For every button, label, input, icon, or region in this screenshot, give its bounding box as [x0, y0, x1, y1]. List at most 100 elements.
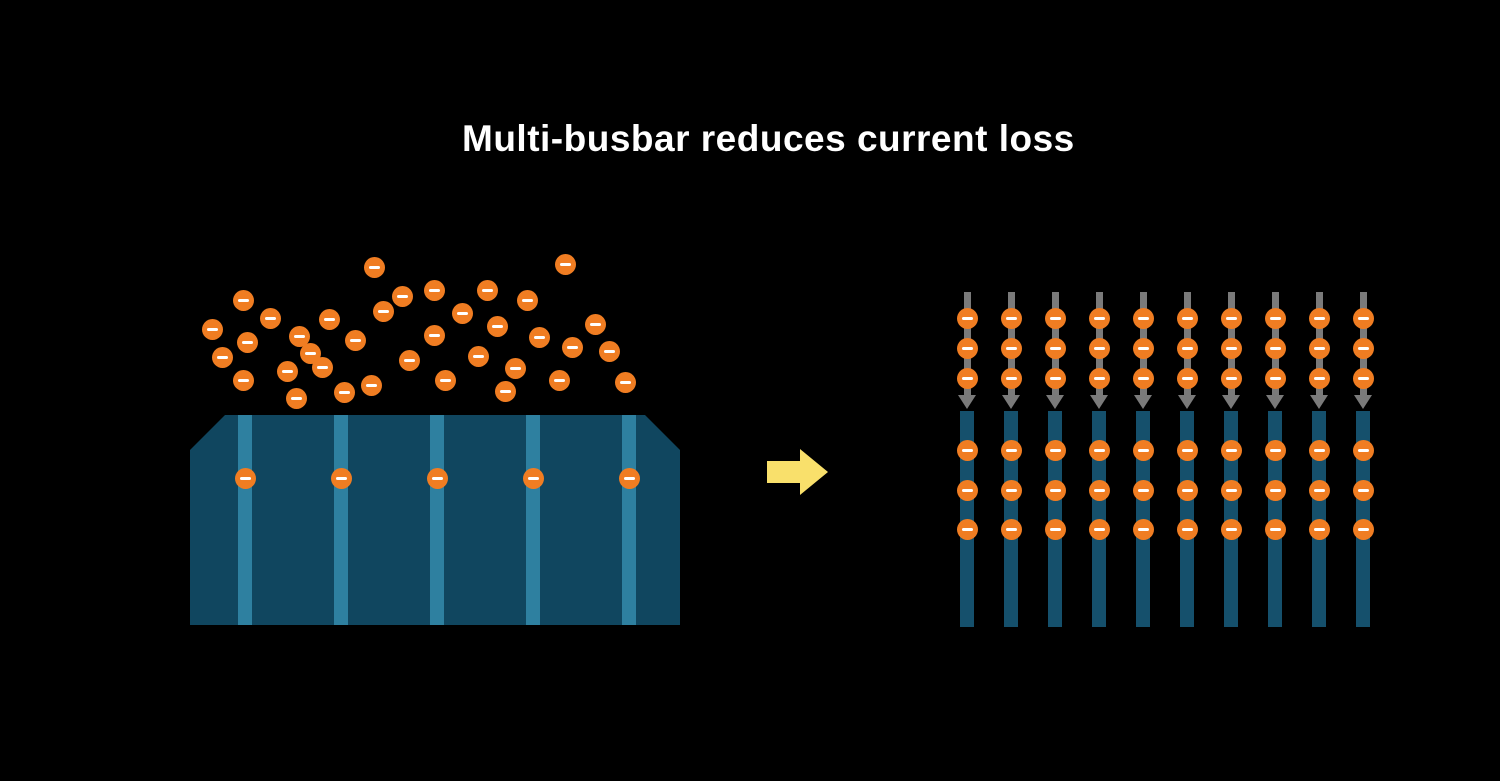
minus-icon — [1093, 448, 1105, 452]
title: Multi-busbar reduces current loss — [462, 118, 1075, 159]
free-electron-icon — [486, 315, 508, 337]
minus-icon — [1005, 376, 1017, 380]
minus-icon — [1137, 376, 1149, 380]
minus-icon — [533, 335, 545, 339]
collected-electron-icon — [1176, 518, 1198, 540]
free-electron-icon — [344, 329, 366, 351]
incoming-electron-icon — [1000, 367, 1022, 389]
collected-electron-icon — [1352, 479, 1374, 501]
minus-icon — [241, 340, 253, 344]
incoming-electron-icon — [1132, 337, 1154, 359]
minus-icon — [1225, 346, 1237, 350]
incoming-electron-icon — [1220, 337, 1242, 359]
minus-icon — [316, 365, 328, 369]
free-electron-icon — [391, 285, 413, 307]
incoming-electron-icon — [1132, 307, 1154, 329]
collected-electron-icon — [1088, 439, 1110, 461]
free-electron-icon — [232, 369, 254, 391]
free-electron-icon — [363, 256, 385, 278]
free-electron-icon — [476, 279, 498, 301]
collected-electron-icon — [1044, 479, 1066, 501]
down-arrow-head — [1222, 395, 1240, 409]
minus-icon — [1269, 376, 1281, 380]
incoming-electron-icon — [956, 367, 978, 389]
down-arrow-head — [1090, 395, 1108, 409]
collected-electron-icon — [1176, 479, 1198, 501]
minus-icon — [1049, 316, 1061, 320]
minus-icon — [1225, 527, 1237, 531]
minus-icon — [281, 369, 293, 373]
minus-icon — [499, 389, 511, 393]
down-arrow-head — [1134, 395, 1152, 409]
minus-icon — [961, 376, 973, 380]
busbar-electron-icon — [330, 467, 352, 489]
incoming-electron-icon — [1176, 367, 1198, 389]
minus-icon — [349, 338, 361, 342]
free-electron-icon — [211, 346, 233, 368]
minus-icon — [1137, 448, 1149, 452]
collected-electron-icon — [956, 518, 978, 540]
incoming-electron-icon — [1176, 307, 1198, 329]
minus-icon — [1313, 488, 1325, 492]
down-arrow-head — [1178, 395, 1196, 409]
free-electron-icon — [236, 331, 258, 353]
minus-icon — [368, 265, 380, 269]
incoming-electron-icon — [1220, 367, 1242, 389]
incoming-electron-icon — [1176, 337, 1198, 359]
minus-icon — [1093, 346, 1105, 350]
minus-icon — [1225, 316, 1237, 320]
minus-icon — [335, 476, 347, 480]
minus-icon — [323, 317, 335, 321]
minus-icon — [1225, 488, 1237, 492]
minus-icon — [566, 345, 578, 349]
minus-icon — [961, 448, 973, 452]
free-electron-icon — [232, 289, 254, 311]
minus-icon — [1225, 448, 1237, 452]
collected-electron-icon — [1264, 479, 1286, 501]
minus-icon — [1269, 316, 1281, 320]
collected-electron-icon — [1132, 439, 1154, 461]
free-electron-icon — [333, 381, 355, 403]
free-electron-icon — [434, 369, 456, 391]
free-electron-icon — [598, 340, 620, 362]
collected-electron-icon — [1264, 439, 1286, 461]
minus-icon — [961, 346, 973, 350]
free-electron-icon — [318, 308, 340, 330]
free-electron-icon — [372, 300, 394, 322]
collected-electron-icon — [1044, 439, 1066, 461]
collected-electron-icon — [956, 479, 978, 501]
minus-icon — [1093, 316, 1105, 320]
minus-icon — [1005, 346, 1017, 350]
free-electron-icon — [494, 380, 516, 402]
minus-icon — [603, 349, 615, 353]
minus-icon — [1005, 448, 1017, 452]
minus-icon — [1313, 527, 1325, 531]
collected-electron-icon — [1176, 439, 1198, 461]
minus-icon — [1181, 448, 1193, 452]
incoming-electron-icon — [1264, 337, 1286, 359]
minus-icon — [456, 311, 468, 315]
collected-electron-icon — [1088, 479, 1110, 501]
minus-icon — [1181, 316, 1193, 320]
minus-icon — [1313, 316, 1325, 320]
incoming-electron-icon — [1220, 307, 1242, 329]
busbar-electron-icon — [618, 467, 640, 489]
collected-electron-icon — [1132, 479, 1154, 501]
free-electron-icon — [423, 279, 445, 301]
busbar-electron-icon — [522, 467, 544, 489]
cell-busbar — [334, 415, 348, 625]
minus-icon — [1313, 376, 1325, 380]
free-electron-icon — [584, 313, 606, 335]
collected-electron-icon — [1308, 439, 1330, 461]
minus-icon — [428, 333, 440, 337]
minus-icon — [1181, 346, 1193, 350]
minus-icon — [961, 488, 973, 492]
incoming-electron-icon — [1088, 337, 1110, 359]
minus-icon — [338, 390, 350, 394]
minus-icon — [1357, 527, 1369, 531]
free-electron-icon — [561, 336, 583, 358]
busbar-electron-icon — [426, 467, 448, 489]
minus-icon — [290, 396, 302, 400]
collected-electron-icon — [1000, 479, 1022, 501]
minus-icon — [237, 378, 249, 382]
